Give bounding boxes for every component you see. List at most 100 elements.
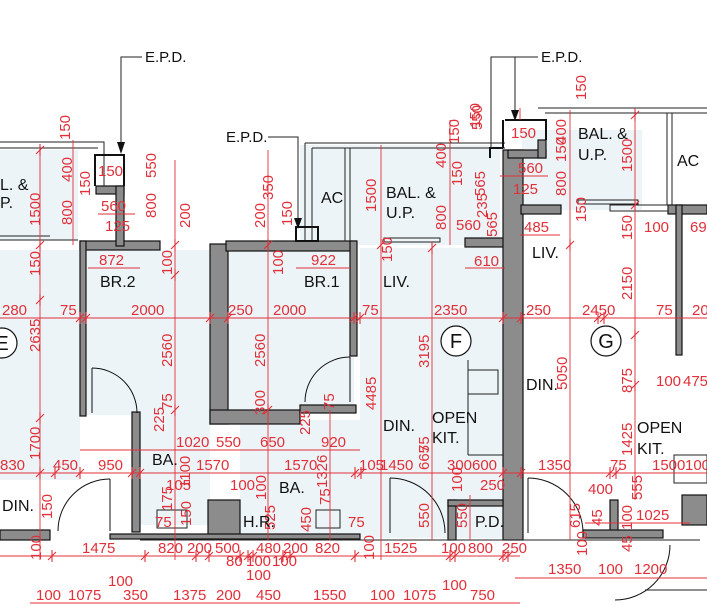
dimension-label: 2000 [131, 302, 164, 319]
dimension-labels: 150 400 150 150 1500 800 560 125 550 800 200 350 200… [0, 75, 707, 604]
dimension-label: 100 [449, 467, 466, 492]
dimension-label: 1075 [68, 587, 101, 604]
unit-id: E [0, 333, 9, 355]
dimension-label: 565 [472, 171, 489, 196]
door-entry-e [57, 478, 111, 532]
dimension-label: 100 [246, 567, 271, 584]
dimension-label: 922 [311, 252, 336, 269]
dimension-label: 100 [442, 577, 467, 594]
dimension-label: 350 [123, 587, 148, 604]
dimension-label: 250 [228, 302, 253, 319]
dimension-label: 1025 [636, 507, 669, 524]
dimension-label: 100 [619, 505, 636, 530]
dimension-label: 550 [143, 153, 160, 178]
room-label: AC [321, 190, 343, 207]
dimension-label: 1350 [538, 457, 571, 474]
dimension-label: 150 [279, 201, 296, 226]
walls [0, 139, 707, 541]
dimension-label: 100 [644, 219, 669, 236]
door-swings [57, 356, 671, 601]
room-label: U.P. [386, 205, 415, 222]
dimension-label: 150 [573, 197, 590, 222]
dimension-label: 555 [629, 475, 646, 500]
dimension-label: 150 [553, 137, 570, 162]
dimension-label: 125 [513, 181, 538, 198]
dimension-label: 75 [159, 393, 176, 410]
dimension-label: 75 [60, 302, 77, 319]
unit-marker-g: G [590, 325, 622, 357]
dimension-label: 100 [370, 587, 395, 604]
dimension-label: 1525 [384, 540, 417, 557]
dimension-label: 500 [215, 540, 240, 557]
dimension-label: 235 [474, 193, 491, 218]
epd-callout-label: E.P.D. [145, 49, 186, 66]
dimension-label: 450 [298, 507, 315, 532]
dimension-label: 75 [362, 302, 379, 319]
dimension-label: 100 [159, 250, 176, 275]
dimension-label: 1375 [173, 587, 206, 604]
unit-id: F [450, 331, 462, 353]
dimension-label: 200 [187, 540, 212, 557]
dimension-label: 1550 [313, 587, 346, 604]
epd-callout-label: E.P.D. [541, 49, 582, 66]
dimension-label: 250 [502, 540, 527, 557]
room-label: BR.2 [100, 274, 136, 291]
dimension-label: 2635 [27, 319, 44, 352]
dimension-label: 150 [77, 171, 94, 196]
dimension-label: 800 [143, 193, 160, 218]
unit-circle-icon [0, 327, 18, 359]
dimension-label: 100 [28, 535, 45, 560]
dimension-label: 565 [484, 212, 501, 237]
dimension-label: 560 [101, 198, 126, 215]
door-entry-f [389, 477, 446, 534]
dimension-label: 105 [359, 457, 384, 474]
room-label: KIT. [432, 430, 460, 447]
dimension-label: 105 [166, 477, 191, 494]
dimension-label: 485 [524, 219, 549, 236]
dimension-label: 150 [619, 215, 636, 240]
dimension-label: 20 [692, 302, 707, 319]
dimension-label: 75 [610, 457, 627, 474]
epd-leaders [117, 56, 538, 229]
dimension-label: 1700 [27, 427, 44, 460]
dimension-label: 800 [553, 171, 570, 196]
dimension-label: 2560 [159, 334, 176, 367]
dimension-label: 150 [178, 501, 195, 526]
dimension-label: 650 [260, 434, 285, 451]
dimension-label: 100 [441, 540, 466, 557]
dimension-label: 1200 [634, 561, 667, 578]
dimension-label: 750 [470, 587, 495, 604]
dimension-label: 100 [246, 553, 271, 570]
dimension-label: 100 [36, 587, 61, 604]
dimension-label: 200 [177, 203, 194, 228]
dimension-label: 75 [348, 514, 365, 531]
dimension-label: 150 [446, 119, 463, 144]
dimension-label: 1425 [619, 423, 636, 456]
room-label: BAL. & [386, 185, 436, 202]
room-label: DIN. [2, 498, 34, 515]
dimension-label: 550 [416, 503, 433, 528]
dimension-label: 100 [230, 477, 255, 494]
dimension-label: 150 [573, 75, 590, 100]
dimension-label: 800 [59, 200, 76, 225]
dimension-label: 45 [589, 509, 606, 526]
dimension-label: 75 [656, 302, 673, 319]
unit-id: G [598, 331, 614, 353]
dimension-label: 800 [468, 540, 493, 557]
dimension-label: 200 [252, 203, 269, 228]
unit-marker-e: E [0, 327, 18, 359]
dimension-label: 1500 [363, 179, 380, 212]
dimension-label: 550 [216, 434, 241, 451]
dimension-label: 300 [252, 390, 269, 415]
dimension-label: 400 [588, 481, 613, 498]
room-label: U.P. [578, 147, 607, 164]
dimension-ticks [35, 109, 640, 562]
room-label: L. & [0, 177, 29, 194]
dimension-label: 350 [260, 175, 277, 200]
dimension-label: 2150 [619, 267, 636, 300]
room-label: DIN. [383, 418, 415, 435]
dimension-label: 150 [379, 237, 396, 262]
